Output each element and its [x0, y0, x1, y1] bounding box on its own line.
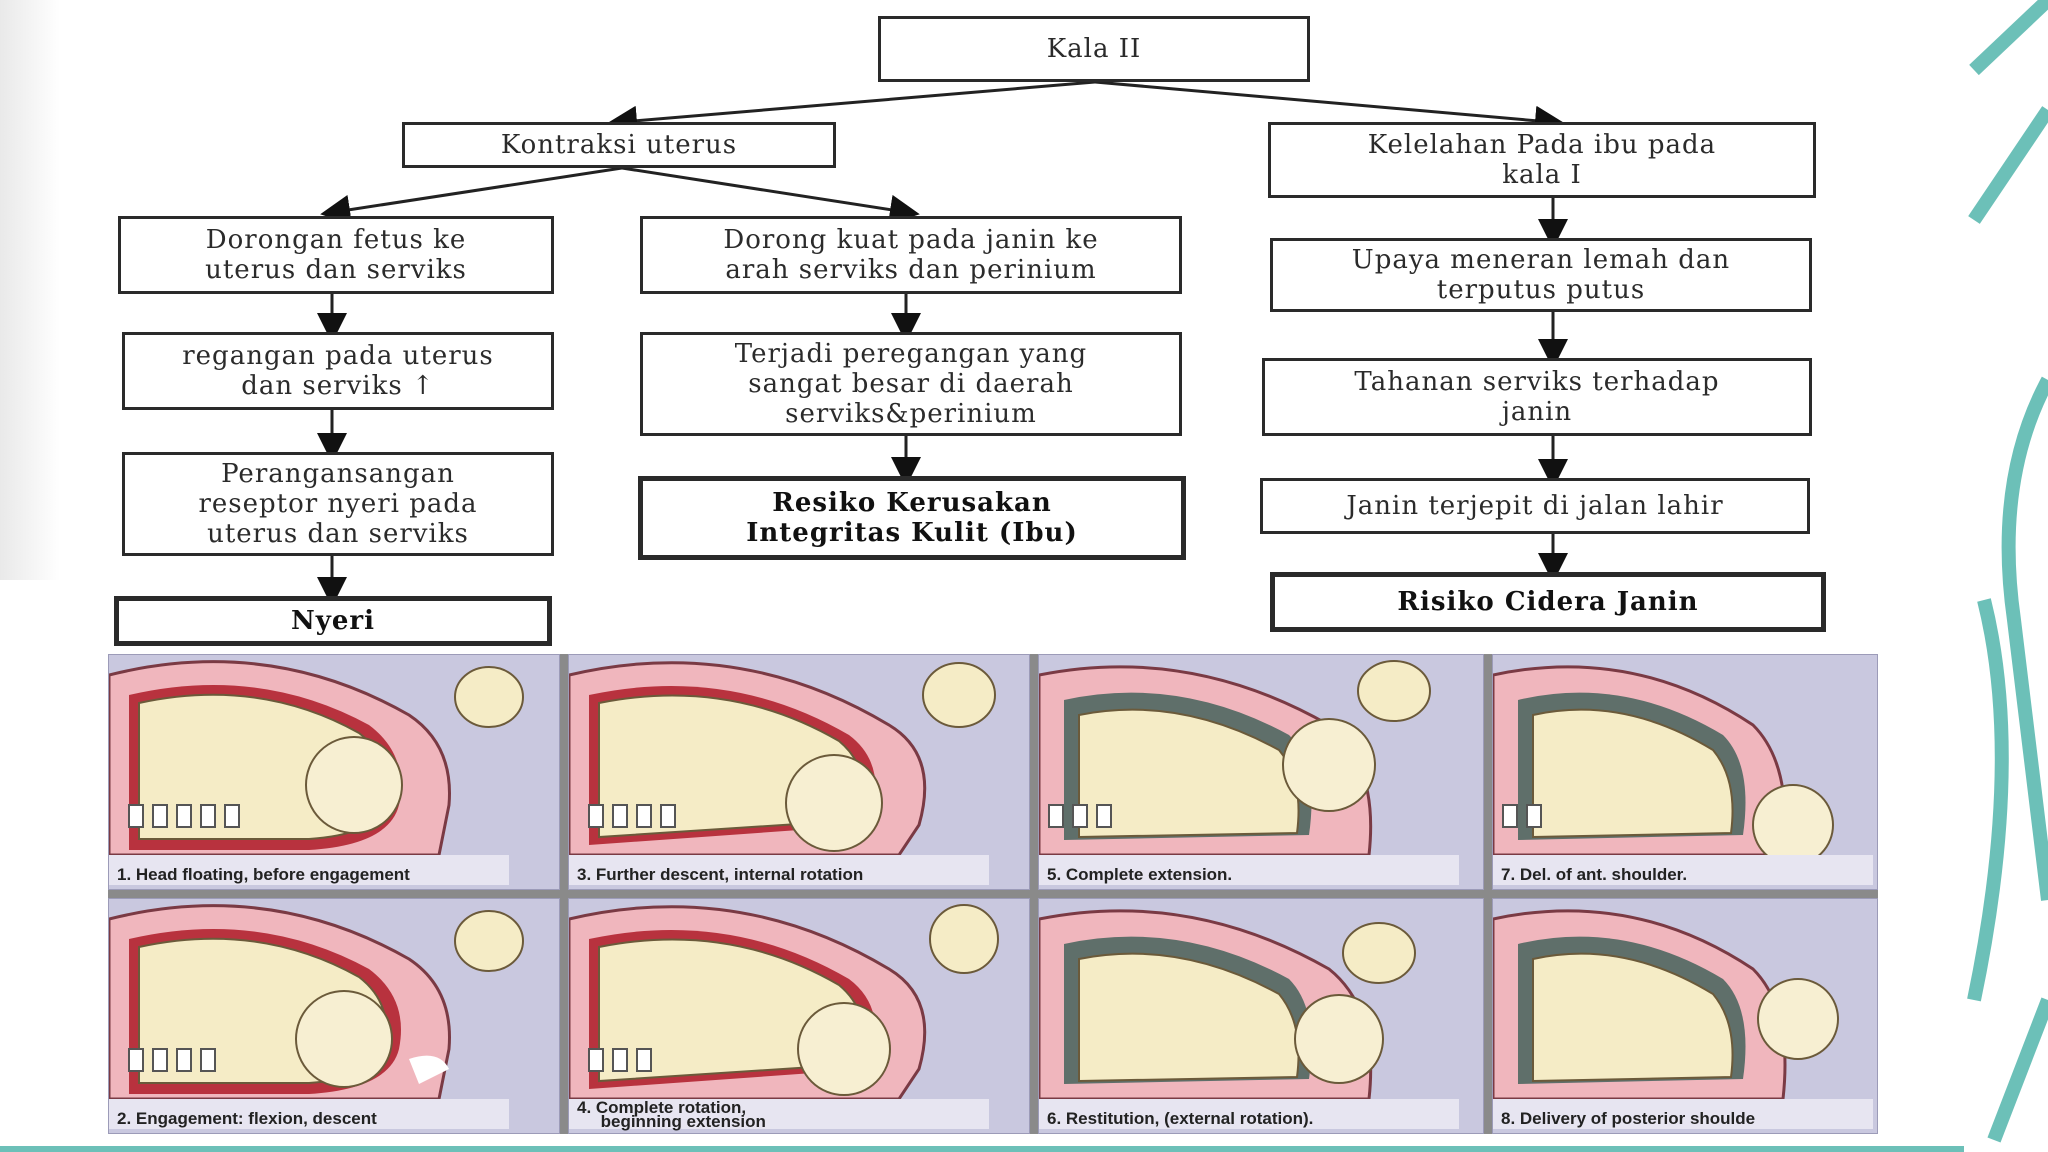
- flowchart: Kala II Kontraksi uterus Kelelahan Pada …: [114, 16, 1826, 646]
- labor-illustration-1: [109, 660, 524, 885]
- labor-illustration-3: [569, 661, 996, 885]
- node-uterine-stretch: regangan pada uterus dan serviks ↑: [122, 332, 554, 410]
- panel-caption-6: 6. Restitution, (external rotation).: [1047, 1109, 1314, 1128]
- outcome-fetal-injury-risk: Risiko Cidera Janin: [1270, 572, 1826, 632]
- panel-caption-7: 7. Del. of ant. shoulder.: [1501, 865, 1688, 884]
- bottom-accent-rule: [0, 1146, 1964, 1152]
- labor-illustration-4: [569, 904, 999, 1129]
- node-maternal-fatigue: Kelelahan Pada ibu pada kala I: [1268, 122, 1816, 198]
- labor-panel-8: 8. Delivery of posterior shoulde: [1492, 898, 1878, 1134]
- labor-panel-5: 5. Complete extension.: [1038, 654, 1484, 890]
- root-node-kala-ii: Kala II: [878, 16, 1310, 82]
- labor-panel-3: 3. Further descent, internal rotation: [568, 654, 1030, 890]
- labor-panel-4: 4. Complete rotation, beginning extensio…: [568, 898, 1030, 1134]
- node-cervical-resistance: Tahanan serviks terhadap janin: [1262, 358, 1812, 436]
- arrow-contraction-to-push: [320, 166, 623, 225]
- arrow-root-to-contraction: [607, 80, 1096, 136]
- panel-caption-5: 5. Complete extension.: [1047, 865, 1233, 884]
- labor-stages-illustration: 1. Head floating, before engagement 3. F…: [108, 654, 1878, 1134]
- flowchart-connectors: [317, 80, 1568, 607]
- node-uterine-contraction: Kontraksi uterus: [402, 122, 836, 168]
- labor-illustration-5: [1039, 660, 1459, 885]
- node-fetal-push: Dorongan fetus ke uterus dan serviks: [118, 216, 554, 294]
- node-perineum-stretch: Terjadi peregangan yang sangat besar di …: [640, 332, 1182, 436]
- panel-caption-8: 8. Delivery of posterior shoulde: [1501, 1109, 1756, 1128]
- panel-caption-1: 1. Head floating, before engagement: [117, 865, 410, 884]
- panel-caption-3: 3. Further descent, internal rotation: [577, 865, 864, 884]
- panel-caption-2: 2. Engagement: flexion, descent: [117, 1109, 377, 1128]
- labor-panel-7: 7. Del. of ant. shoulder.: [1492, 654, 1878, 890]
- labor-panel-6: 6. Restitution, (external rotation).: [1038, 898, 1484, 1134]
- outcome-pain: Nyeri: [114, 596, 552, 646]
- outcome-skin-integrity-risk: Resiko Kerusakan Integritas Kulit (Ibu): [638, 476, 1186, 560]
- panel-caption-4: 4. Complete rotation, beginning extensio…: [577, 1098, 766, 1131]
- slide-left-shade: [0, 0, 60, 580]
- labor-illustration-6: [1039, 909, 1459, 1129]
- labor-illustration-7: [1493, 665, 1873, 885]
- node-fetus-trapped: Janin terjepit di jalan lahir: [1260, 478, 1810, 534]
- labor-illustration-2: [109, 904, 524, 1129]
- labor-illustration-8: [1493, 909, 1873, 1129]
- arrow-root-to-fatigue: [1094, 80, 1565, 136]
- arrow-contraction-to-strong-push: [621, 166, 920, 225]
- node-strong-push: Dorong kuat pada janin ke arah serviks d…: [640, 216, 1182, 294]
- node-weak-pushing: Upaya meneran lemah dan terputus putus: [1270, 238, 1812, 312]
- decorative-stripes: [1967, 0, 2048, 1143]
- labor-panel-2: 2. Engagement: flexion, descent: [108, 898, 560, 1134]
- labor-panel-1: 1. Head floating, before engagement: [108, 654, 560, 890]
- node-pain-receptor: Perangansangan reseptor nyeri pada uteru…: [122, 452, 554, 556]
